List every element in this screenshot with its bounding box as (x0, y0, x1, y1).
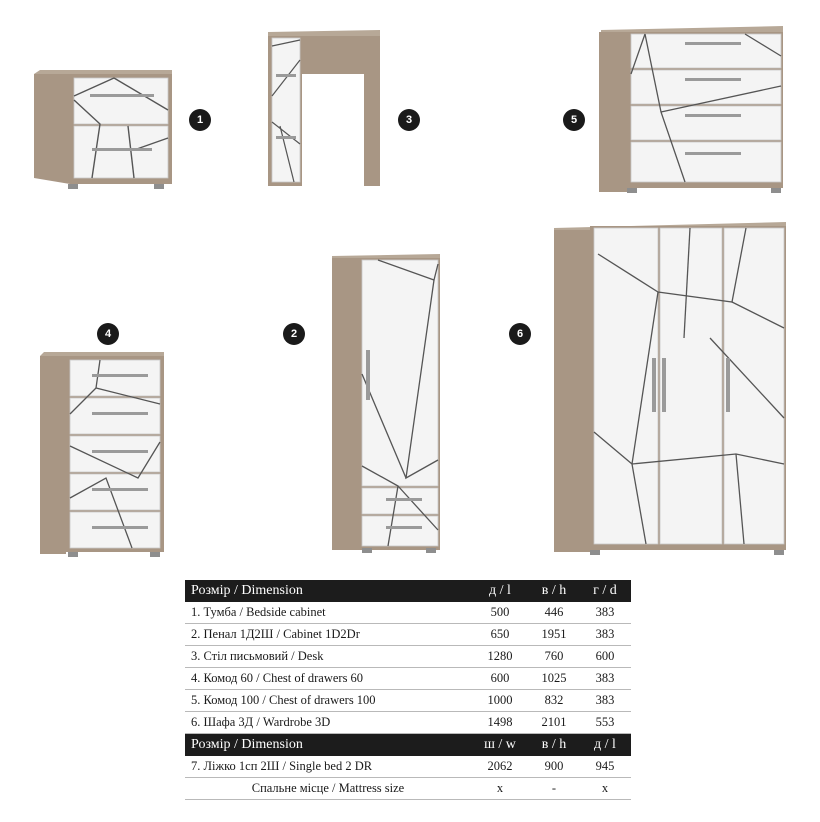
header-col-depth: г / d (579, 580, 631, 602)
item-badge-6: 6 (509, 323, 531, 345)
table-row: 7. Ліжко 1сп 2Ш / Single bed 2 DR 2062 9… (185, 755, 631, 778)
table-row: 3. Стіл письмовий / Desk 1280 760 600 (185, 645, 631, 668)
row-value: 383 (579, 689, 631, 712)
row-value: 500 (471, 601, 529, 624)
table-header-row: Розмір / Dimension ш / w в / h д / l (185, 733, 631, 756)
table-row: 4. Комод 60 / Chest of drawers 60 600 10… (185, 667, 631, 690)
chest-of-drawers-60-image (40, 352, 164, 557)
row-name: 5. Комод 100 / Chest of drawers 100 (185, 689, 471, 712)
row-value: 2101 (529, 711, 579, 734)
chest-of-drawers-100-image (599, 26, 783, 193)
row-name: 2. Пенал 1Д2Ш / Cabinet 1D2Dr (185, 623, 471, 646)
header-label: Розмір / Dimension (185, 580, 471, 602)
row-value: - (529, 777, 579, 800)
row-value: 446 (529, 601, 579, 624)
row-value: 1951 (529, 623, 579, 646)
item-badge-1: 1 (189, 109, 211, 131)
dimensions-table: Розмір / Dimension д / l в / h г / d 1. … (185, 580, 631, 800)
row-value: 1280 (471, 645, 529, 668)
header-col-height: в / h (529, 580, 579, 602)
header-col-length: д / l (579, 733, 631, 756)
item-badge-5: 5 (563, 109, 585, 131)
bedside-cabinet-image (34, 70, 172, 189)
row-name: 3. Стіл письмовий / Desk (185, 645, 471, 668)
row-value: x (471, 777, 529, 800)
table-header-row: Розмір / Dimension д / l в / h г / d (185, 580, 631, 602)
wardrobe-3d-image (554, 222, 786, 555)
table-row: 5. Комод 100 / Chest of drawers 100 1000… (185, 689, 631, 712)
item-badge-4: 4 (97, 323, 119, 345)
desk-image (268, 30, 380, 186)
row-value: 900 (529, 755, 579, 778)
row-value: x (579, 777, 631, 800)
row-value: 1025 (529, 667, 579, 690)
row-value: 832 (529, 689, 579, 712)
table-row: 6. Шафа 3Д / Wardrobe 3D 1498 2101 553 (185, 711, 631, 734)
table-row: 1. Тумба / Bedside cabinet 500 446 383 (185, 601, 631, 624)
header-col-length: д / l (471, 580, 529, 602)
item-badge-2: 2 (283, 323, 305, 345)
row-value: 945 (579, 755, 631, 778)
row-value: 600 (579, 645, 631, 668)
row-value: 383 (579, 601, 631, 624)
row-name: 6. Шафа 3Д / Wardrobe 3D (185, 711, 471, 734)
row-value: 2062 (471, 755, 529, 778)
table-row: Спальне місце / Mattress size x - x (185, 777, 631, 800)
row-value: 1498 (471, 711, 529, 734)
row-name: 7. Ліжко 1сп 2Ш / Single bed 2 DR (185, 755, 471, 778)
row-name: 1. Тумба / Bedside cabinet (185, 601, 471, 624)
header-col-height: в / h (529, 733, 579, 756)
table-row: 2. Пенал 1Д2Ш / Cabinet 1D2Dr 650 1951 3… (185, 623, 631, 646)
row-name: Спальне місце / Mattress size (185, 777, 471, 800)
row-value: 600 (471, 667, 529, 690)
cabinet-1d2dr-image (332, 254, 440, 553)
row-value: 760 (529, 645, 579, 668)
row-value: 553 (579, 711, 631, 734)
row-value: 383 (579, 667, 631, 690)
row-value: 650 (471, 623, 529, 646)
row-value: 1000 (471, 689, 529, 712)
row-value: 383 (579, 623, 631, 646)
header-label: Розмір / Dimension (185, 733, 471, 756)
item-badge-3: 3 (398, 109, 420, 131)
header-col-width: ш / w (471, 733, 529, 756)
row-name: 4. Комод 60 / Chest of drawers 60 (185, 667, 471, 690)
